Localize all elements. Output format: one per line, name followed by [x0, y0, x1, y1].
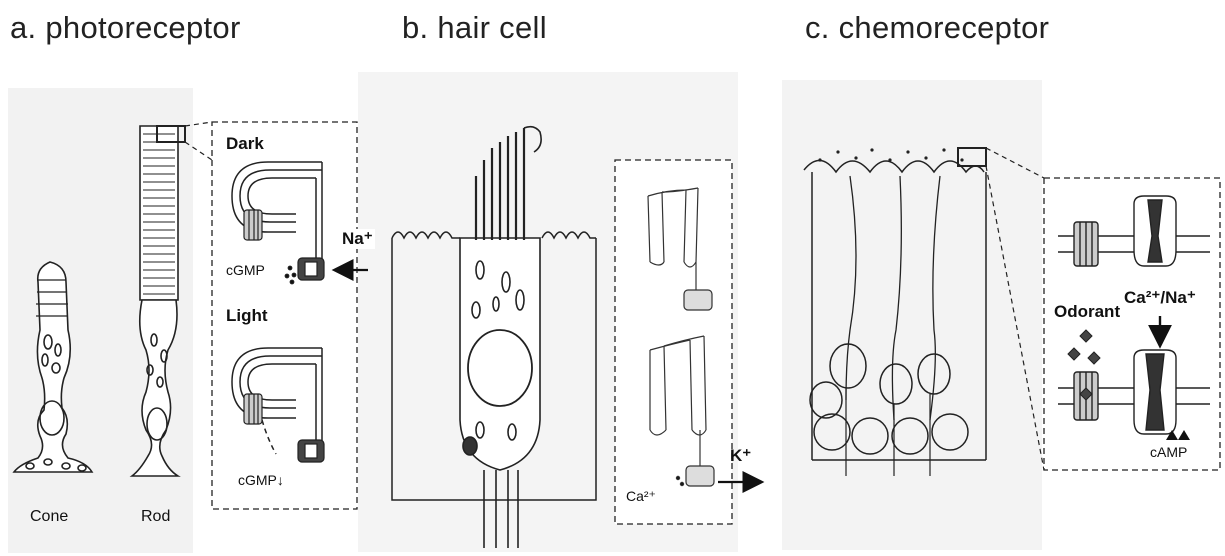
rod-label: Rod: [141, 508, 170, 526]
chemoreceptor-inset-box: [1044, 178, 1220, 470]
k-ion-label: K⁺: [730, 446, 751, 466]
dark-label: Dark: [226, 134, 264, 154]
ca-label: Ca²⁺: [626, 488, 656, 505]
panel-b-title: b. hair cell: [402, 10, 547, 46]
na-ion-label: Na⁺: [340, 229, 375, 249]
cone-label: Cone: [30, 508, 68, 526]
panel-c-background: [782, 80, 1042, 550]
odorant-label: Odorant: [1054, 302, 1120, 322]
camp-label: cAMP: [1150, 444, 1187, 460]
cgmp-light-label: cGMP↓: [238, 472, 284, 488]
panel-a-title: a. photoreceptor: [10, 10, 241, 46]
panel-c-title: c. chemoreceptor: [805, 10, 1049, 46]
light-label: Light: [226, 306, 268, 326]
ca-na-ion-label: Ca²⁺/Na⁺: [1124, 288, 1196, 308]
cgmp-dark-label: cGMP: [226, 262, 265, 278]
